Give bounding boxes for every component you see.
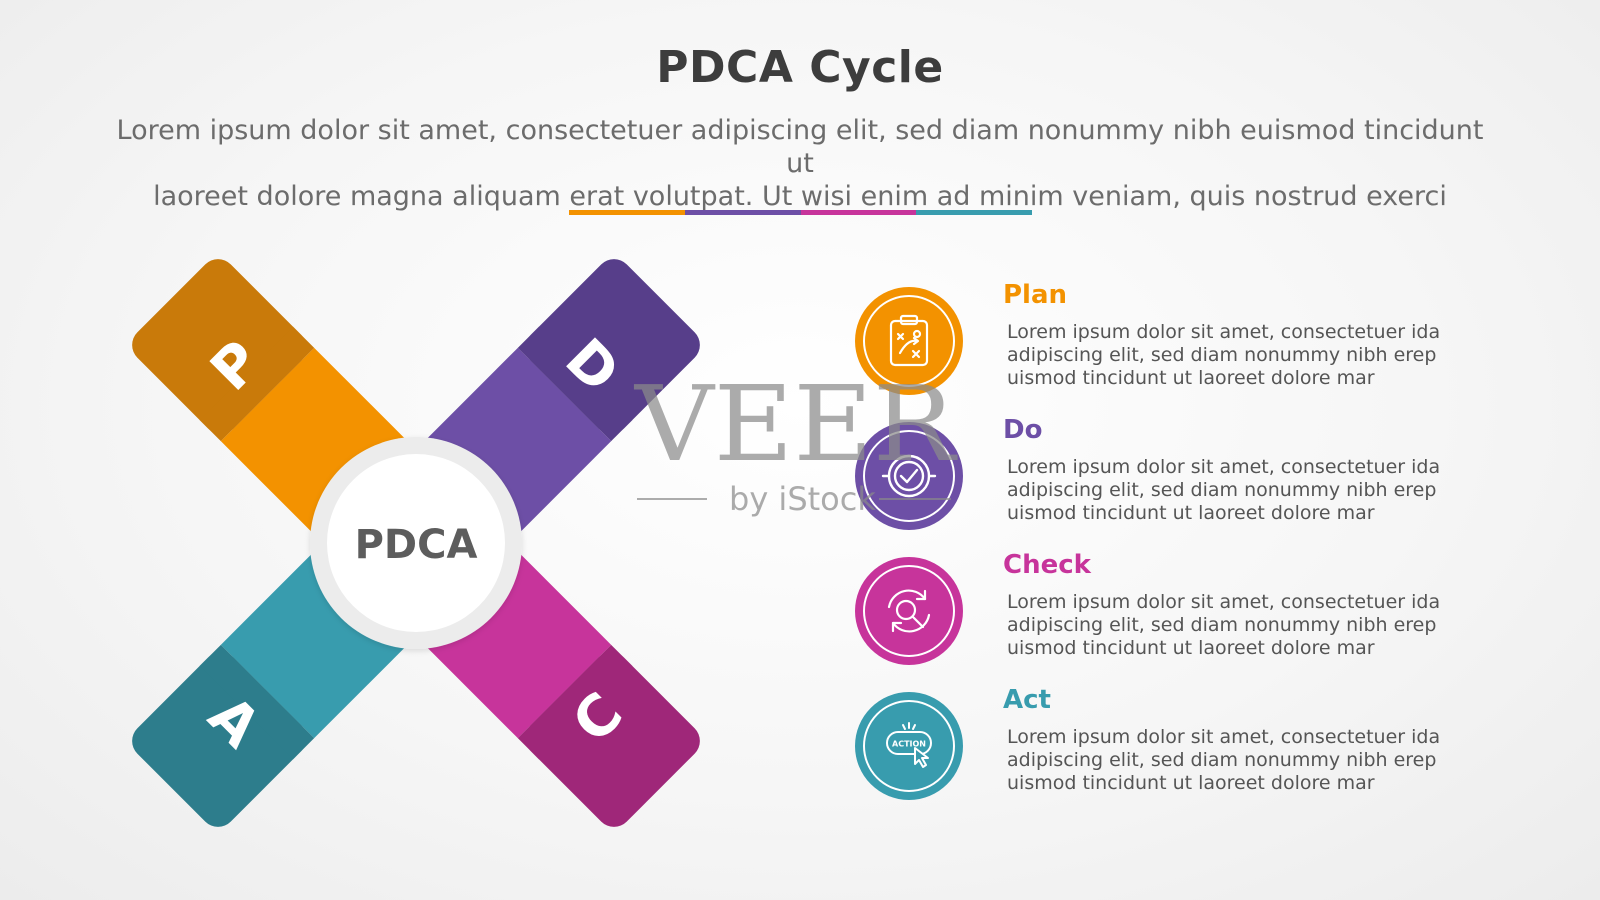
plan-desc-line-1: Lorem ipsum dolor sit amet, consectetuer…	[1007, 321, 1441, 343]
do-desc-line-1: Lorem ipsum dolor sit amet, consectetuer…	[1007, 456, 1441, 478]
do-desc-line-2: adipiscing elit, sed diam nonummy nibh e…	[1007, 479, 1437, 501]
plan-arm-cap-join	[199, 326, 315, 442]
act-desc-line-2: adipiscing elit, sed diam nonummy nibh e…	[1007, 749, 1437, 771]
plan-step-description: Lorem ipsum dolor sit amet, consectetuer…	[1007, 321, 1477, 390]
do-step-circle	[855, 422, 963, 530]
divider-segment-do	[684, 210, 801, 215]
check-step-title: Check	[1003, 550, 1091, 580]
page-subtitle: Lorem ipsum dolor sit amet, consectetuer…	[100, 114, 1500, 213]
check-desc-line-3: uismod tincidunt ut laoreet dolore mar	[1007, 637, 1375, 659]
act-desc-line-1: Lorem ipsum dolor sit amet, consectetuer…	[1007, 726, 1441, 748]
color-divider	[569, 210, 1032, 215]
do-step-description: Lorem ipsum dolor sit amet, consectetuer…	[1007, 456, 1477, 525]
plan-step-title: Plan	[1003, 280, 1068, 310]
divider-segment-plan	[569, 210, 685, 215]
act-step-title: Act	[1003, 685, 1051, 715]
plan-desc-line-2: adipiscing elit, sed diam nonummy nibh e…	[1007, 344, 1437, 366]
plan-step-circle	[855, 287, 963, 395]
check-step-circle	[855, 557, 963, 665]
plan-desc-line-3: uismod tincidunt ut laoreet dolore mar	[1007, 367, 1375, 389]
subtitle-line-2: laoreet dolore magna aliquam erat volutp…	[153, 181, 1447, 212]
action-button-icon	[886, 722, 932, 768]
act-desc-line-3: uismod tincidunt ut laoreet dolore mar	[1007, 772, 1375, 794]
search-refresh-icon	[887, 589, 931, 633]
pdca-cross-diagram: P D C A PDCA	[132, 259, 700, 827]
check-step-description: Lorem ipsum dolor sit amet, consectetuer…	[1007, 591, 1477, 660]
do-desc-line-3: uismod tincidunt ut laoreet dolore mar	[1007, 502, 1375, 524]
page-title: PDCA Cycle	[656, 42, 944, 93]
check-circle-icon	[881, 454, 937, 498]
divider-segment-check	[800, 210, 917, 215]
check-arm-cap-join	[517, 644, 633, 760]
subtitle-line-1: Lorem ipsum dolor sit amet, consectetuer…	[116, 115, 1484, 179]
center-disc	[327, 454, 505, 632]
act-step-description: Lorem ipsum dolor sit amet, consectetuer…	[1007, 726, 1477, 795]
act-arm-cap-join	[199, 644, 315, 760]
do-arm-cap-join	[517, 326, 633, 442]
action-icon-text: ACTION	[892, 740, 926, 749]
check-desc-line-1: Lorem ipsum dolor sit amet, consectetuer…	[1007, 591, 1441, 613]
divider-segment-act	[916, 210, 1032, 215]
clipboard-strategy-icon	[889, 314, 929, 367]
act-step-circle: ACTION	[855, 692, 963, 800]
center-label: PDCA	[355, 522, 478, 568]
do-step-title: Do	[1003, 415, 1043, 445]
check-desc-line-2: adipiscing elit, sed diam nonummy nibh e…	[1007, 614, 1437, 636]
